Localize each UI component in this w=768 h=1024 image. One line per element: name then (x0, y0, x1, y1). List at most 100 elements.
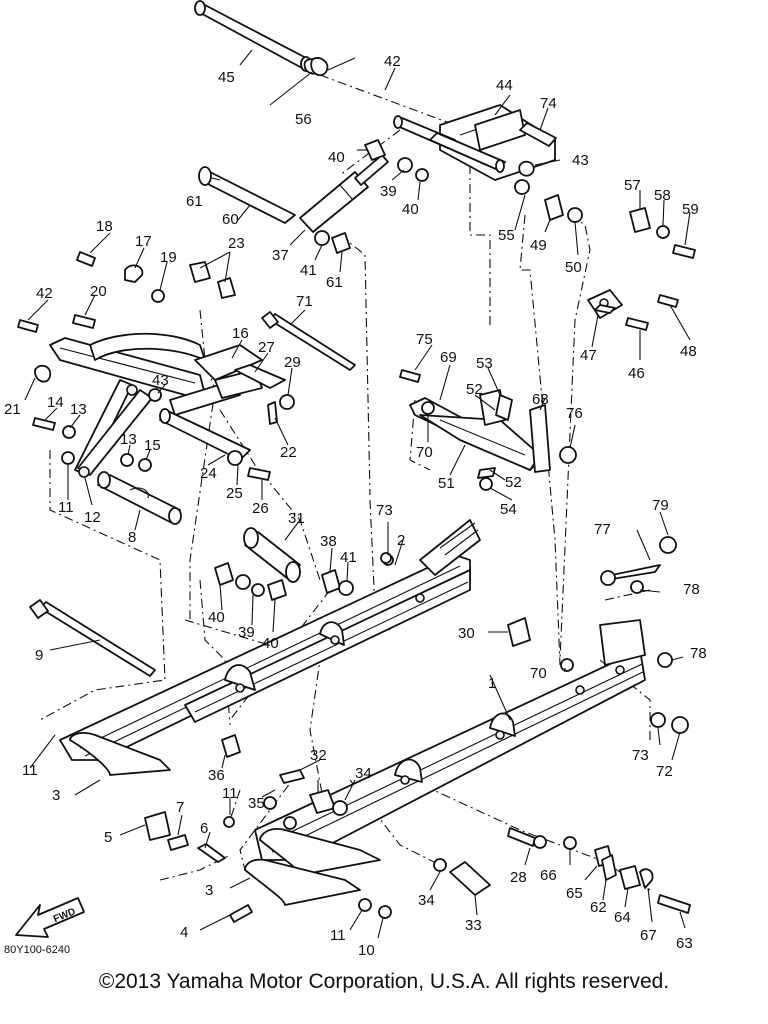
callout-14: 14 (47, 394, 64, 411)
callout-61: 61 (326, 274, 343, 291)
callout-16: 16 (232, 325, 249, 342)
callout-62: 62 (590, 899, 607, 916)
callout-31: 31 (288, 510, 305, 527)
callout-77: 77 (594, 521, 611, 538)
callout-42: 42 (36, 285, 53, 302)
callout-35: 35 (248, 795, 265, 812)
slide-rail-left (59, 519, 481, 761)
callout-32: 32 (310, 747, 327, 764)
callout-13: 13 (70, 401, 87, 418)
small-parts (17, 139, 696, 923)
callout-39: 39 (238, 624, 255, 641)
callout-11: 11 (58, 499, 74, 516)
callout-57: 57 (624, 177, 641, 194)
callout-56: 56 (295, 111, 312, 128)
callout-54: 54 (500, 501, 517, 518)
callout-40: 40 (402, 201, 419, 218)
callout-3: 3 (205, 882, 213, 899)
copyright-notice: ©2013 Yamaha Motor Corporation, U.S.A. A… (98, 970, 670, 993)
callout-42: 42 (384, 53, 401, 70)
callout-73: 73 (632, 747, 649, 764)
callout-11: 11 (22, 762, 38, 779)
callout-39: 39 (380, 183, 397, 200)
slide-runner (69, 732, 381, 906)
callout-11: 11 (330, 927, 346, 944)
callout-40: 40 (208, 609, 225, 626)
callout-48: 48 (680, 343, 697, 360)
callout-43: 43 (152, 372, 169, 389)
callout-36: 36 (208, 767, 225, 784)
callout-70: 70 (416, 444, 433, 461)
callout-28: 28 (510, 869, 527, 886)
shock-absorber (198, 154, 389, 233)
callout-52: 52 (505, 474, 522, 491)
callout-41: 41 (300, 262, 317, 279)
callout-47: 47 (580, 347, 597, 364)
upper-shaft (194, 0, 356, 106)
callout-66: 66 (540, 867, 557, 884)
callout-63: 63 (676, 935, 693, 952)
callout-18: 18 (96, 218, 113, 235)
callout-67: 67 (640, 927, 657, 944)
callout-49: 49 (530, 237, 547, 254)
callout-78: 78 (690, 645, 707, 662)
callout-73: 73 (376, 502, 393, 519)
callout-3: 3 (52, 787, 60, 804)
callout-60: 60 (222, 211, 239, 228)
callout-75: 75 (416, 331, 433, 348)
callout-20: 20 (90, 283, 107, 300)
callout-68: 68 (532, 391, 549, 408)
long-bolts (29, 311, 356, 677)
front-arm (409, 389, 551, 473)
callout-44: 44 (496, 77, 513, 94)
callout-15: 15 (144, 437, 161, 454)
callout-10: 10 (358, 942, 375, 959)
part-number-labels: 1 2 3 3 4 5 6 7 8 9 10 11 11 11 11 12 13… (4, 53, 707, 959)
link-arm (74, 379, 251, 478)
callout-1: 1 (488, 675, 496, 692)
callout-71: 71 (296, 293, 313, 310)
callout-64: 64 (614, 909, 631, 926)
callout-27: 27 (258, 339, 275, 356)
callout-70: 70 (530, 665, 547, 682)
callout-4: 4 (180, 924, 188, 941)
callout-21: 21 (4, 401, 21, 418)
callout-69: 69 (440, 349, 457, 366)
callout-37: 37 (272, 247, 289, 264)
callout-23: 23 (228, 235, 245, 252)
callout-26: 26 (252, 500, 269, 517)
callout-34: 34 (418, 892, 435, 909)
callout-40: 40 (328, 149, 345, 166)
callout-74: 74 (540, 95, 557, 112)
callout-5: 5 (104, 829, 112, 846)
callout-9: 9 (35, 647, 43, 664)
leader-lines (24, 49, 691, 939)
callout-12: 12 (84, 509, 101, 526)
callout-78: 78 (683, 581, 700, 598)
callout-8: 8 (128, 529, 136, 546)
shaft-31 (243, 527, 301, 583)
callout-50: 50 (565, 259, 582, 276)
callout-46: 46 (628, 365, 645, 382)
callout-19: 19 (160, 249, 177, 266)
callout-72: 72 (656, 763, 673, 780)
bracket-plate (587, 289, 623, 319)
callout-30: 30 (458, 625, 475, 642)
slide-rail-right (254, 619, 646, 861)
callout-52: 52 (466, 381, 483, 398)
shaft-8 (97, 471, 182, 525)
callout-65: 65 (566, 885, 583, 902)
callout-53: 53 (476, 355, 493, 372)
callout-13: 13 (120, 431, 137, 448)
callout-34: 34 (355, 765, 372, 782)
callout-59: 59 (682, 201, 699, 218)
callout-55: 55 (498, 227, 515, 244)
rear-arm (49, 332, 286, 416)
callout-2: 2 (397, 532, 405, 549)
diagram-code: 80Y100-6240 (4, 944, 71, 956)
callout-79: 79 (652, 497, 669, 514)
callout-25: 25 (226, 485, 243, 502)
callout-45: 45 (218, 69, 235, 86)
callout-29: 29 (284, 354, 301, 371)
